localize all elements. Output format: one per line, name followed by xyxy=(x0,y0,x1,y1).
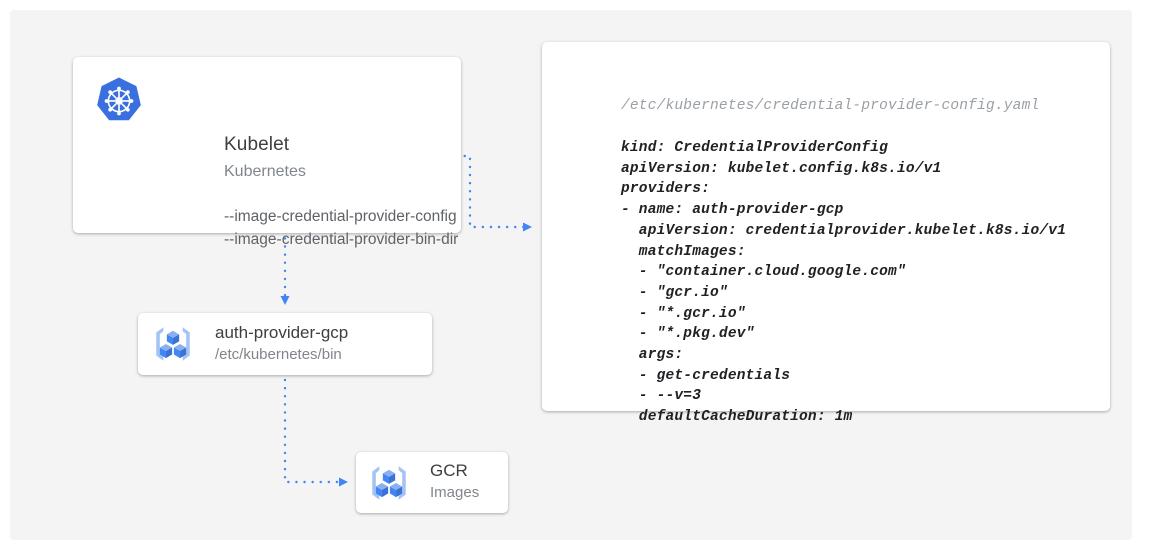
gcp-container-registry-icon xyxy=(367,461,411,505)
yaml-config-content: kind: CredentialProviderConfig apiVersio… xyxy=(621,140,1067,426)
yaml-file-path: /etc/kubernetes/credential-provider-conf… xyxy=(621,98,1040,114)
gcr-card[interactable]: GCR Images xyxy=(356,452,508,513)
gcr-card-title: GCR xyxy=(430,461,468,480)
kubelet-card-title: Kubelet xyxy=(224,134,290,155)
auth-provider-card-subtitle: /etc/kubernetes/bin xyxy=(215,346,342,363)
auth-provider-card[interactable]: auth-provider-gcp /etc/kubernetes/bin xyxy=(138,313,432,375)
gcr-card-subtitle: Images xyxy=(430,484,480,501)
kubelet-flag-config: --image-credential-provider-config xyxy=(224,208,457,225)
auth-provider-card-title: auth-provider-gcp xyxy=(215,323,349,342)
kubelet-card[interactable]: Kubelet Kubernetes --image-credential-pr… xyxy=(73,57,461,248)
gcp-container-registry-icon xyxy=(151,322,195,366)
yaml-config-card[interactable]: /etc/kubernetes/credential-provider-conf… xyxy=(542,42,1110,425)
kubelet-card-subtitle: Kubernetes xyxy=(224,163,306,180)
kubelet-flag-bin-dir: --image-credential-provider-bin-dir xyxy=(224,231,459,248)
kubernetes-logo-icon xyxy=(93,76,145,128)
